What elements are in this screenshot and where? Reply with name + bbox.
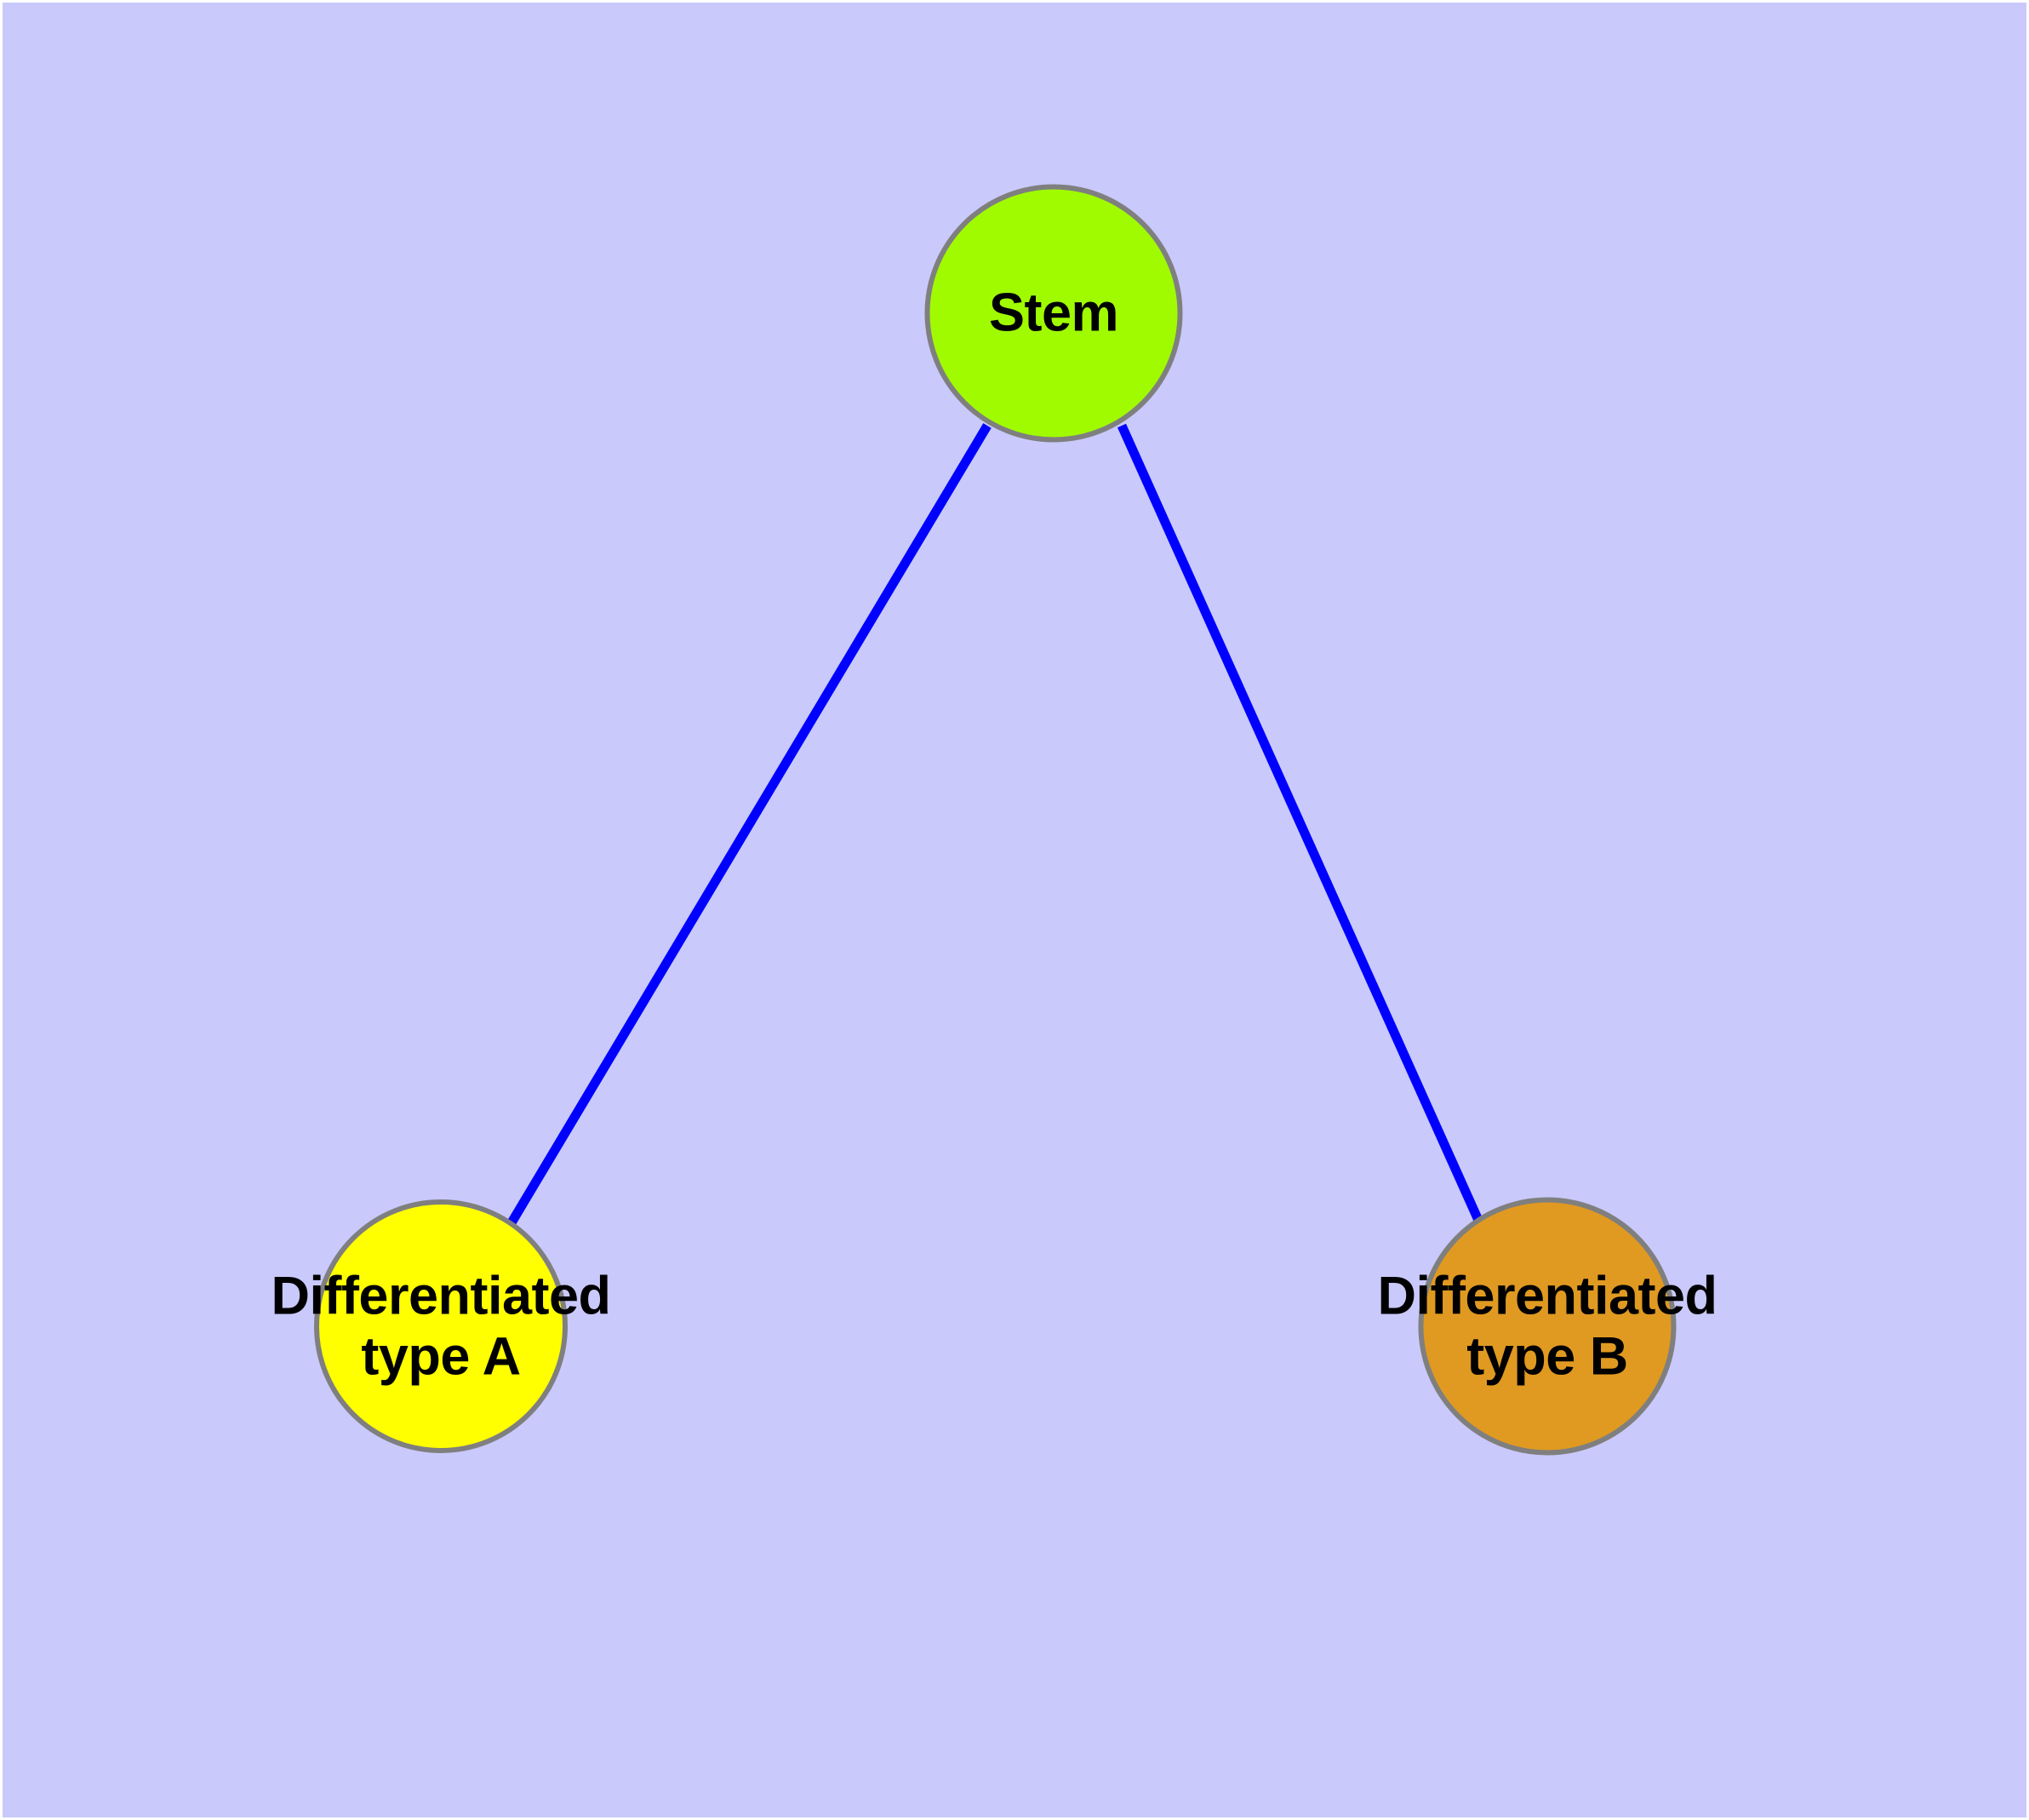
node-differentiated-type-a[interactable] — [314, 1199, 568, 1453]
node-stem[interactable] — [924, 184, 1183, 443]
node-layer: Stem Differentiated type A Differentiate… — [3, 3, 2026, 1817]
graph-plot-area: Stem Differentiated type A Differentiate… — [3, 3, 2026, 1817]
node-differentiated-type-b[interactable] — [1418, 1197, 1677, 1456]
